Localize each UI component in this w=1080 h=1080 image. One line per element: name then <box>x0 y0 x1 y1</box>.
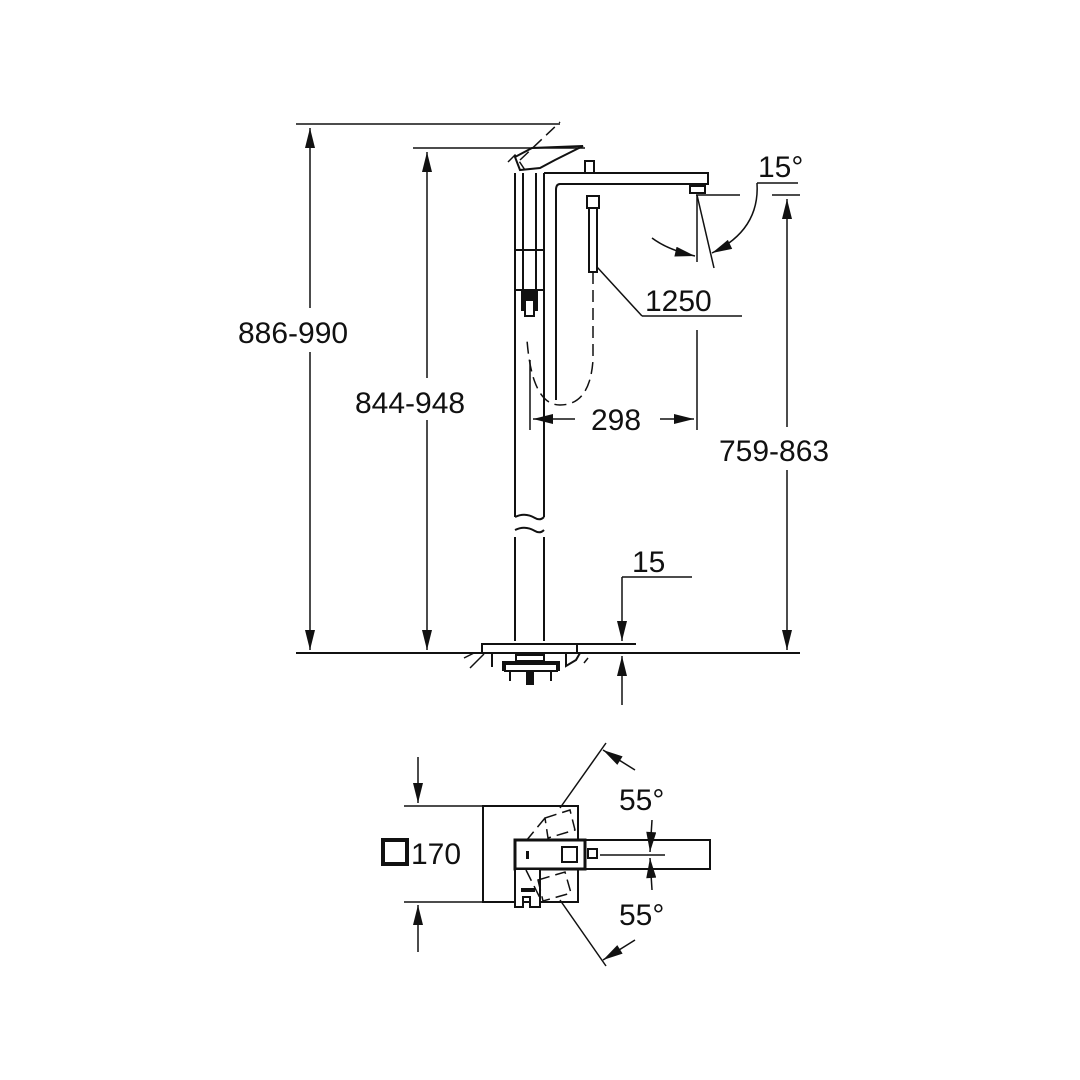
dim-total-height-open: 886-990 <box>238 123 560 650</box>
label-886-990: 886-990 <box>238 317 348 350</box>
hand-shower <box>526 195 600 406</box>
dim-spout-angle: 15° <box>651 151 803 269</box>
label-55-degree-lower: 55° <box>619 899 664 932</box>
floor-plate <box>463 643 636 685</box>
dim-base-size: 170 <box>381 757 483 952</box>
dim-total-height-closed: 844-948 <box>355 147 585 650</box>
dim-spout-height: 759-863 <box>719 194 829 650</box>
label-844-948: 844-948 <box>355 387 465 420</box>
label-170: 170 <box>411 838 461 871</box>
mixer-body <box>514 173 545 641</box>
lever-handle <box>513 145 584 172</box>
dim-plate-thickness: 15 <box>617 546 692 705</box>
dim-hose-length: 1250 <box>596 266 742 318</box>
spout-top <box>513 838 711 871</box>
label-55-degree-upper: 55° <box>619 784 664 817</box>
square-symbol-icon <box>381 838 409 866</box>
label-1250: 1250 <box>645 285 712 318</box>
dim-spout-projection: 298 <box>529 330 698 437</box>
side-view: 886-990 844-948 <box>238 121 829 705</box>
lever-open-outline <box>519 121 561 161</box>
label-15-degree: 15° <box>758 151 803 184</box>
label-298: 298 <box>591 404 641 437</box>
label-15: 15 <box>632 546 665 579</box>
label-759-863: 759-863 <box>719 435 829 468</box>
top-view: 170 55° <box>381 742 711 967</box>
spout <box>544 160 709 400</box>
lever-rotation-outlines <box>525 809 576 902</box>
dim-rotation-angles: 55° 55° <box>559 742 664 967</box>
